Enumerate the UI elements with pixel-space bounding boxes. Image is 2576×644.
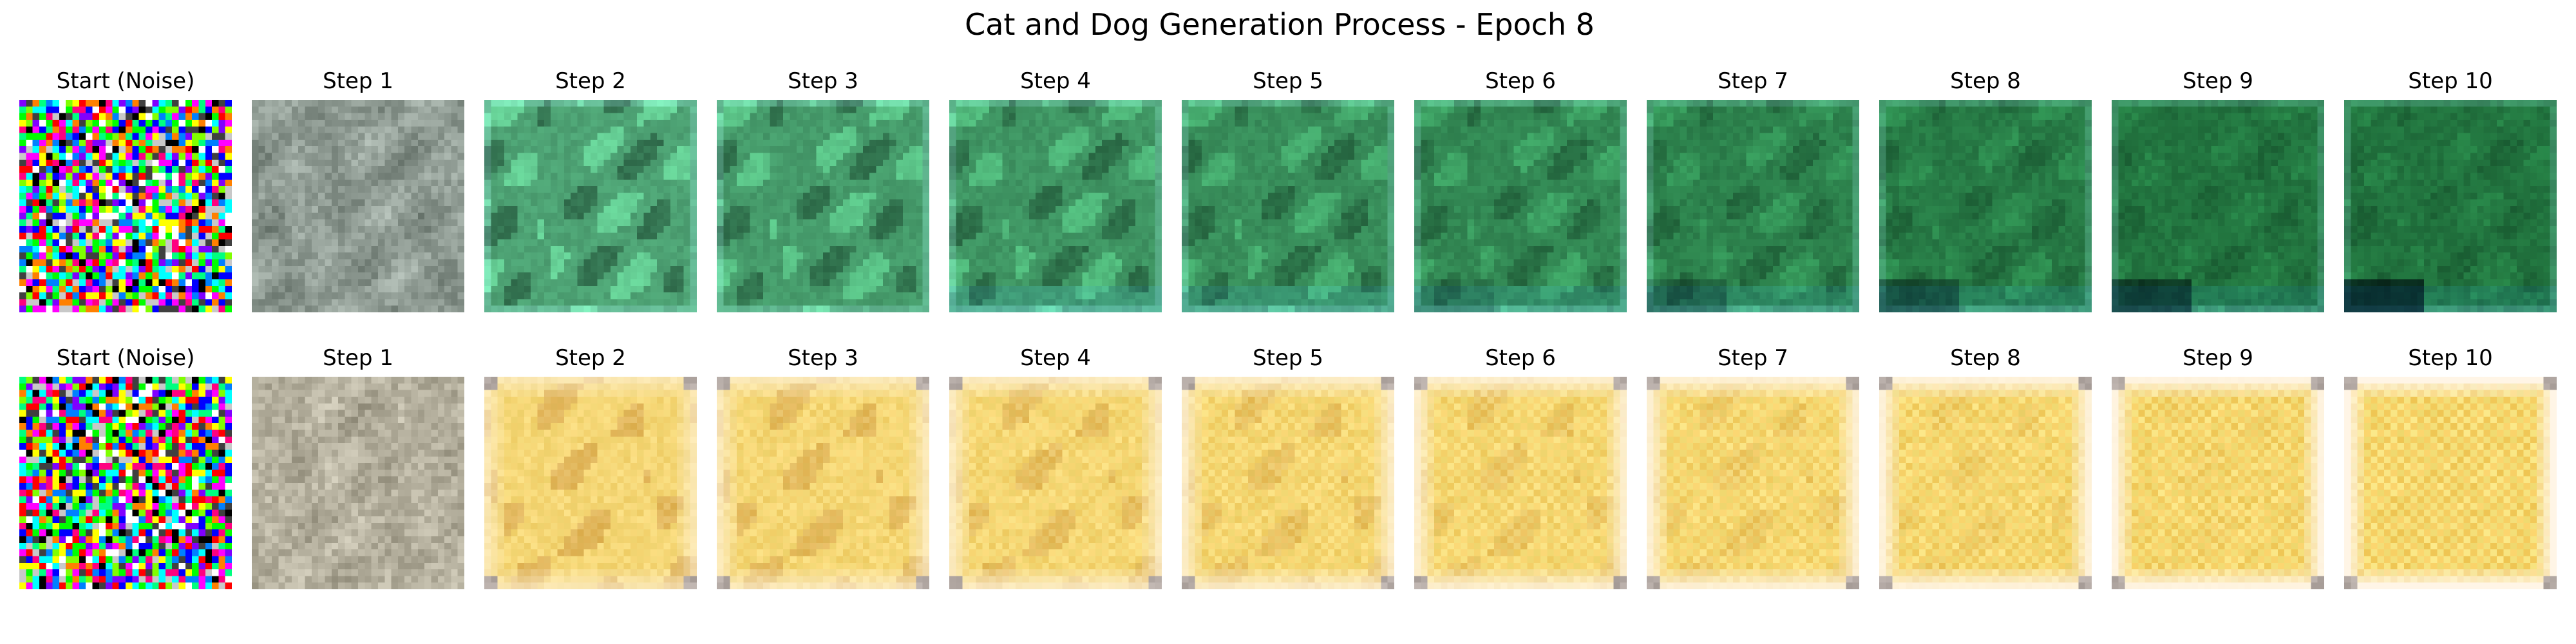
panel-title: Step 8	[1950, 345, 2021, 371]
panel-title: Step 5	[1253, 345, 1323, 371]
generated-image	[949, 377, 1162, 589]
panel-title: Step 3	[788, 68, 858, 94]
noise-image	[19, 377, 232, 589]
generated-image	[1182, 100, 1394, 312]
panel-title: Step 3	[788, 345, 858, 371]
panel-title: Step 7	[1718, 345, 1788, 371]
generated-image	[949, 100, 1162, 312]
panel-title: Step 6	[1485, 345, 1556, 371]
panel-title: Step 5	[1253, 68, 1323, 94]
panel-title: Step 10	[2408, 345, 2493, 371]
generated-image	[1647, 377, 1859, 589]
generated-image	[484, 100, 697, 312]
generated-image	[1414, 100, 1627, 312]
panel-title: Step 4	[1020, 68, 1091, 94]
generated-image	[1879, 377, 2092, 589]
panel-title: Step 9	[2183, 345, 2253, 371]
generated-image	[252, 377, 464, 589]
generated-image	[1182, 377, 1394, 589]
generated-image	[1879, 100, 2092, 312]
panel-title: Step 8	[1950, 68, 2021, 94]
panel-title: Step 4	[1020, 345, 1091, 371]
generated-image	[717, 100, 929, 312]
figure-title: Cat and Dog Generation Process - Epoch 8	[965, 7, 1595, 42]
generated-image	[2344, 377, 2557, 589]
panel-title: Step 6	[1485, 68, 1556, 94]
panel-title: Step 1	[323, 68, 393, 94]
generated-image	[2112, 100, 2324, 312]
generated-image	[1414, 377, 1627, 589]
generated-image	[252, 100, 464, 312]
generated-image	[1647, 100, 1859, 312]
panel-title: Step 2	[555, 345, 626, 371]
panel-title: Start (Noise)	[56, 345, 195, 371]
panel-title: Step 10	[2408, 68, 2493, 94]
panel-title: Step 9	[2183, 68, 2253, 94]
panel-title: Step 1	[323, 345, 393, 371]
generated-image	[484, 377, 697, 589]
panel-title: Step 7	[1718, 68, 1788, 94]
generated-image	[2344, 100, 2557, 312]
generated-image	[717, 377, 929, 589]
panel-title: Start (Noise)	[56, 68, 195, 94]
panel-title: Step 2	[555, 68, 626, 94]
noise-image	[19, 100, 232, 312]
generated-image	[2112, 377, 2324, 589]
